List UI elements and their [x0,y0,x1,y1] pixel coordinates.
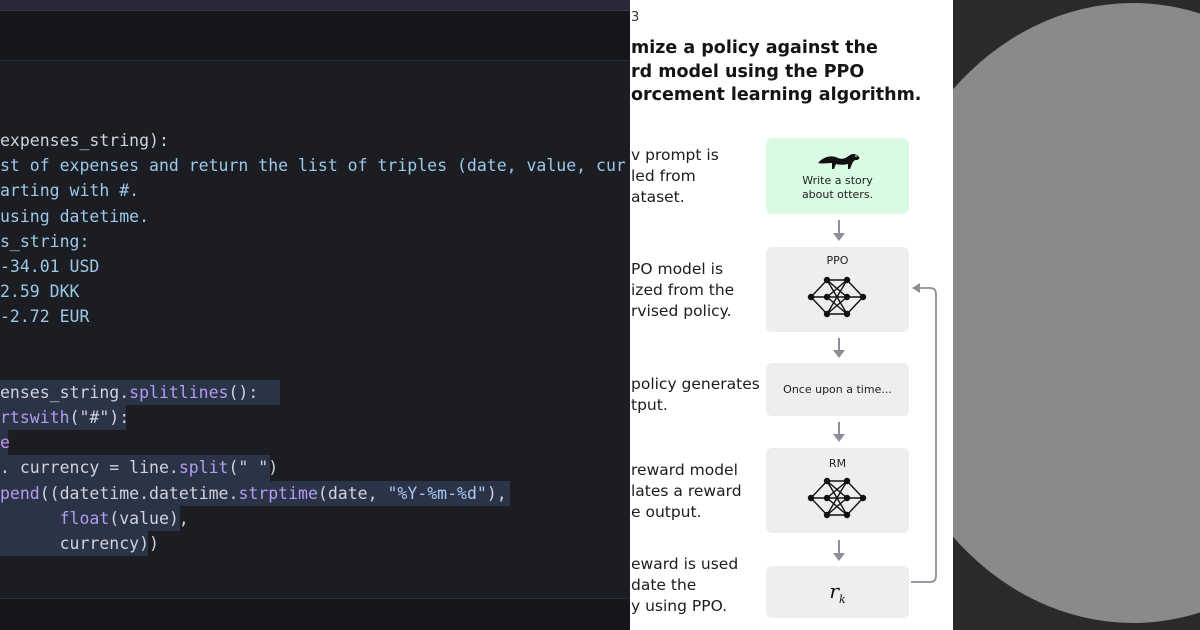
code-token: pend [0,483,40,503]
code-line[interactable]: using datetime. [0,204,626,229]
selection-highlight [0,379,280,406]
code-line[interactable] [0,330,626,355]
neural-network-icon [807,477,867,519]
code-line[interactable]: . currency = line.split(" ") [0,455,626,481]
code-line[interactable]: 2.59 DKK [0,279,626,304]
editor-tab-bar [0,11,630,61]
selection-highlight [0,505,180,531]
code-line[interactable]: st of expenses and return the list of tr… [0,153,626,178]
code-token: ), [486,483,507,503]
code-area[interactable]: expenses_string):st of expenses and retu… [0,128,626,557]
editor-status-bar [0,598,630,630]
code-token: . currency = line. [0,458,179,478]
ppo-model-box: PPO [766,247,909,332]
step-number: 3 [631,10,640,25]
reward-subscript: k [838,593,846,606]
code-token [0,509,60,528]
code-line[interactable] [0,355,626,380]
code-token: splitlines [129,382,229,402]
decorative-panel [953,0,1200,630]
code-editor-panel: expenses_string):st of expenses and retu… [0,0,630,630]
prompt-box: Write a story about otters. [766,138,909,214]
code-line[interactable]: currency)) [0,531,626,557]
reward-box: rk [766,566,909,618]
reward-symbol: r [829,579,839,603]
step-description-ppo: PO model is ized from the rvised policy. [631,260,735,320]
code-token: 2.59 DKK [0,282,80,302]
otter-icon [818,153,860,169]
code-token: rtswith [0,408,70,428]
step-description-policy: policy generates tput. [631,375,760,414]
code-token: (): [228,382,259,402]
code-line[interactable]: -2.72 EUR [0,304,626,329]
step-description-prompt: v prompt is ​led from ataset. [631,146,719,206]
code-line[interactable]: float(value), [0,505,626,531]
code-line[interactable]: enses_string.splitlines(): [0,379,626,406]
code-line[interactable]: s_string: [0,229,626,254]
selection-highlight [0,430,8,456]
step-description-update: eward is used date the y using PPO. [631,555,739,615]
feedback-loop-arrow [911,283,937,583]
code-token: expenses_string): [0,131,169,150]
code-token: "%Y-%m-%d" [387,483,487,503]
code-line[interactable]: -34.01 USD [0,254,626,279]
code-token: ((datetime.datetime. [39,483,239,503]
step-description-reward-model: reward model lates a reward e output. [631,461,742,521]
code-token: st of expenses and return the list of tr… [0,156,626,176]
code-token: arting with #. [0,181,140,201]
ppo-label: PPO [826,254,849,267]
step-title: mize a policy against the rd model using… [631,38,922,105]
code-token: float [59,508,110,528]
editor-title-bar [0,0,630,11]
code-token: enses_string. [0,382,130,402]
arrow-down [833,220,845,241]
ppo-diagram-panel: 3 mize a policy against the rd model usi… [630,0,953,630]
code-token: split [178,458,229,478]
code-token: -34.01 USD [0,256,100,276]
code-line[interactable]: expenses_string): [0,128,626,153]
neural-network-icon [807,276,867,318]
code-token: e [0,433,10,453]
rm-label: RM [828,457,847,470]
selection-highlight [0,480,510,506]
output-text: Once upon a time... [783,383,892,396]
code-token: (value), [109,508,189,528]
code-token: ("#"): [69,408,130,428]
code-token: (" ") [228,458,279,478]
decorative-circle [953,3,1200,623]
code-token: using datetime. [0,206,150,226]
arrow-down [833,422,845,442]
code-token: (date, [317,483,388,503]
code-line[interactable]: arting with #. [0,178,626,203]
code-line[interactable]: e [0,430,626,456]
selection-highlight [0,531,148,557]
reward-model-box: RM [766,448,909,533]
selection-highlight [0,405,126,431]
code-token: strptime [238,483,318,503]
code-token: currency)) [0,534,159,553]
code-line[interactable]: pend((datetime.datetime.strptime(date, "… [0,480,626,506]
code-token: s_string: [0,231,90,251]
arrow-down [833,540,845,561]
arrow-down [833,338,845,358]
code-token: -2.72 EUR [0,307,90,327]
output-box: Once upon a time... [766,363,909,416]
prompt-text: Write a story about otters. [801,174,874,201]
code-line[interactable]: rtswith("#"): [0,405,626,431]
selection-highlight [0,455,270,481]
